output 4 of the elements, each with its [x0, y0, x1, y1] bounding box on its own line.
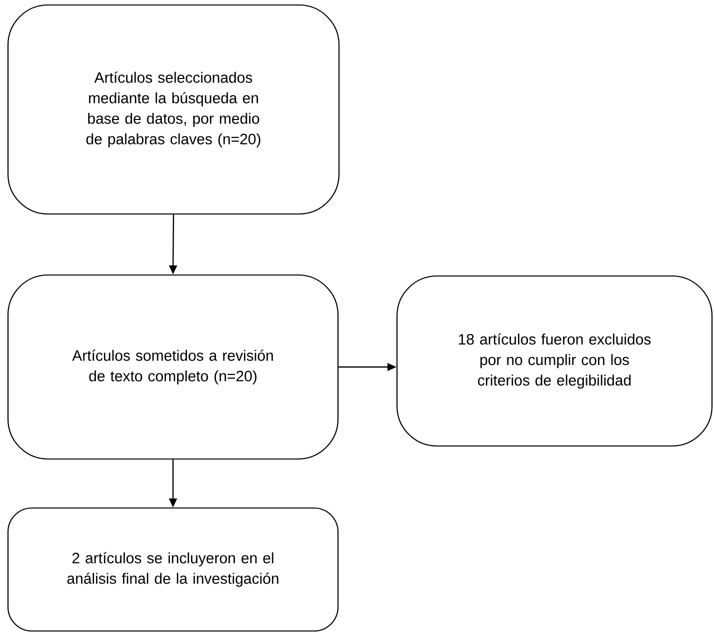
process-box: Artículos sometidos a revisión de texto completo (n=20) [7, 274, 339, 460]
process-box: Artículos seleccionados mediante la búsqueda en base de datos, por medio de palabras claves (n=20) [7, 4, 340, 215]
process-box: 18 artículos fueron excluidos por no cumplir con los criterios de elegibilidad [396, 275, 713, 447]
process-box: 2 artículos se incluyeron en el análisis final de la investigación [7, 507, 339, 632]
